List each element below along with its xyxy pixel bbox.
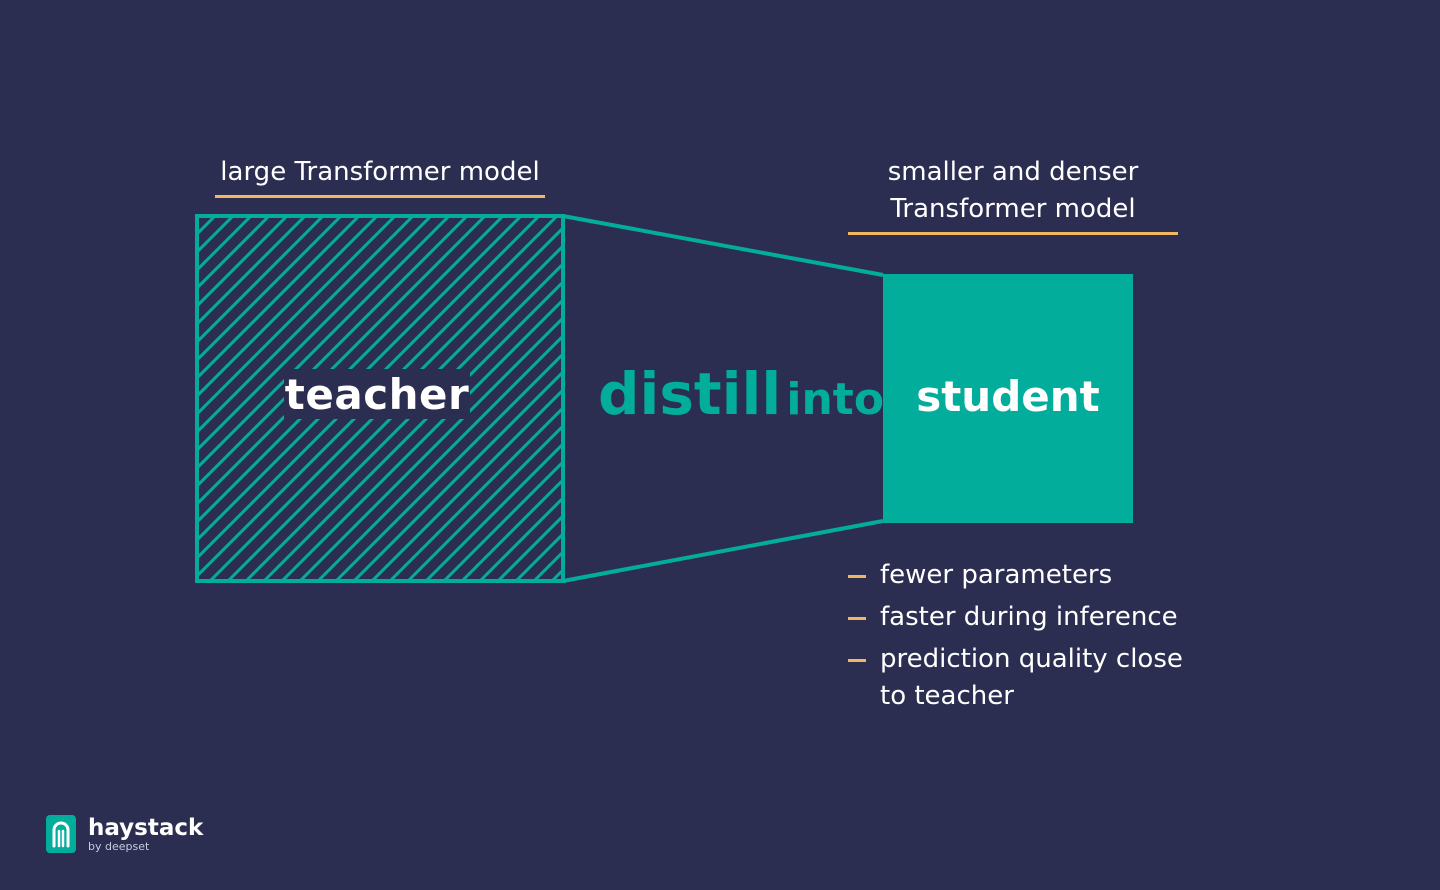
hatch-line [197, 216, 199, 219]
hatch-line [333, 351, 563, 581]
hatch-line [423, 441, 563, 581]
student-heading-line2: Transformer model [890, 194, 1136, 224]
hatch-line [197, 216, 307, 327]
teacher-heading-underline [215, 195, 545, 198]
hatch-line [405, 423, 563, 581]
connector-bottom-line [562, 519, 884, 583]
hatch-line [197, 216, 361, 381]
dash-bullet-icon [848, 659, 866, 662]
hatch-line [197, 216, 379, 399]
hatch-line [495, 513, 563, 581]
distill-word: distill [598, 360, 782, 428]
distill-into-label: distill into [598, 360, 884, 440]
into-word: into [786, 374, 885, 425]
teacher-heading: large Transformer model [220, 157, 540, 187]
student-heading-line1: smaller and denser [887, 157, 1139, 187]
logo-subtitle: by deepset [88, 840, 150, 853]
hatch-line [197, 216, 289, 309]
hatch-line [197, 216, 415, 435]
feature-text: prediction quality close to teacher [880, 644, 1183, 711]
hatch-line [197, 216, 325, 345]
hatch-line [387, 405, 563, 581]
dash-bullet-icon [848, 575, 866, 578]
hatch-line [197, 216, 451, 471]
student-heading-underline [848, 232, 1178, 235]
hatch-line [441, 459, 563, 581]
hatch-line [197, 216, 343, 363]
logo-name: haystack [88, 815, 204, 841]
teacher-label: teacher [284, 369, 470, 419]
list-item: prediction quality close to teacher [848, 641, 1228, 715]
list-item: fewer parameters [848, 557, 1228, 594]
haystack-logo: haystack by deepset [46, 815, 203, 853]
hatch-line [369, 387, 563, 581]
student-label: student [916, 371, 1100, 421]
hatch-line [477, 495, 563, 581]
feature-text: fewer parameters [880, 560, 1113, 590]
teacher-box [195, 214, 565, 583]
student-feature-list: fewer parameters faster during inference… [848, 557, 1228, 720]
list-item: faster during inference [848, 599, 1228, 636]
student-box [883, 274, 1133, 523]
hatch-line [459, 477, 563, 581]
hatch-line [351, 369, 563, 581]
hatch-line [197, 216, 433, 453]
feature-text: faster during inference [880, 602, 1178, 632]
haystack-logo-icon [46, 815, 76, 853]
hatch-line [197, 216, 271, 291]
hatch-line [297, 315, 563, 581]
dash-bullet-icon [848, 617, 866, 620]
hatch-line [197, 216, 217, 237]
hatch-line [315, 333, 563, 581]
hatch-line [197, 216, 397, 417]
connector-top-line [562, 214, 884, 277]
